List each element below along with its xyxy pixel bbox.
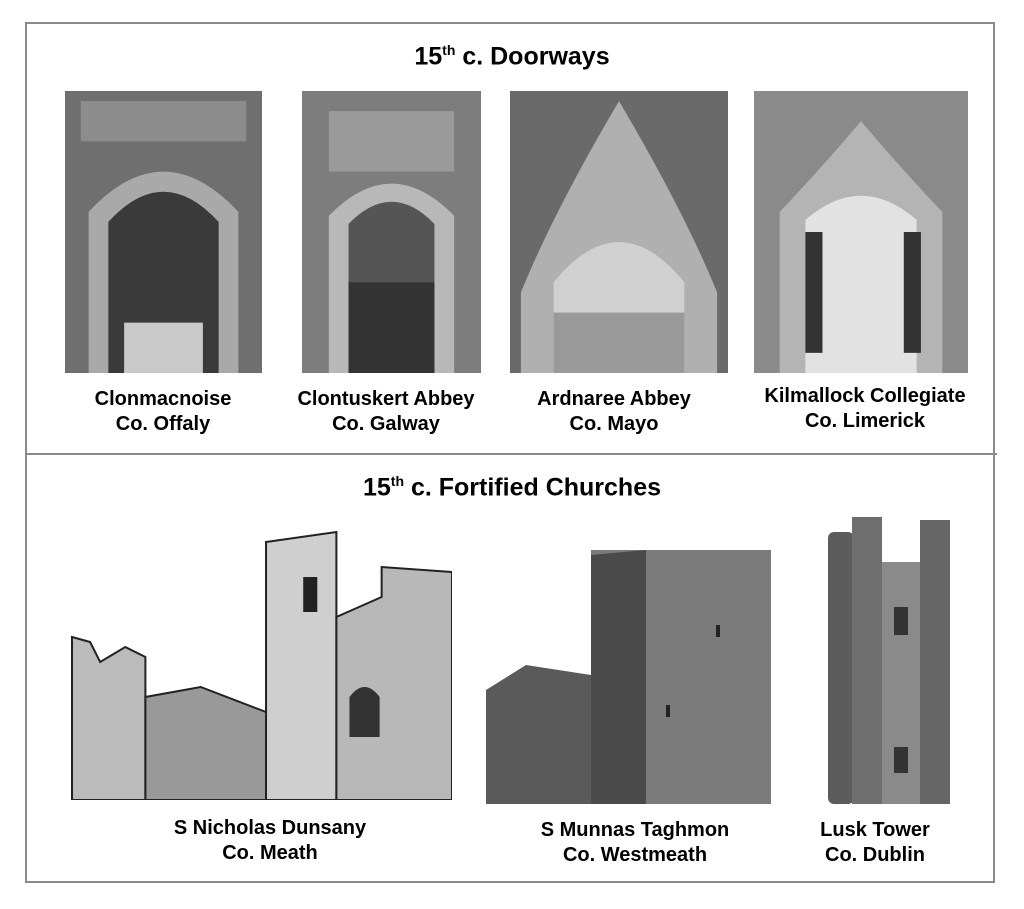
fortified-churches-title: 15th c. Fortified Churches <box>362 473 661 502</box>
dunsany-church-drawing <box>70 527 452 800</box>
figure-frame <box>25 22 995 883</box>
clontuskert-doorway-photo <box>302 91 481 373</box>
taghmon-church-photo <box>486 530 780 804</box>
ardnaree-doorway-photo <box>510 91 728 373</box>
clonmacnoise-doorway-photo <box>65 91 262 373</box>
kilmallock-doorway-photo <box>754 91 968 373</box>
lusk-tower-photo <box>826 512 952 804</box>
section-divider <box>25 453 997 455</box>
doorways-title: 15th c. Doorways <box>414 42 610 71</box>
